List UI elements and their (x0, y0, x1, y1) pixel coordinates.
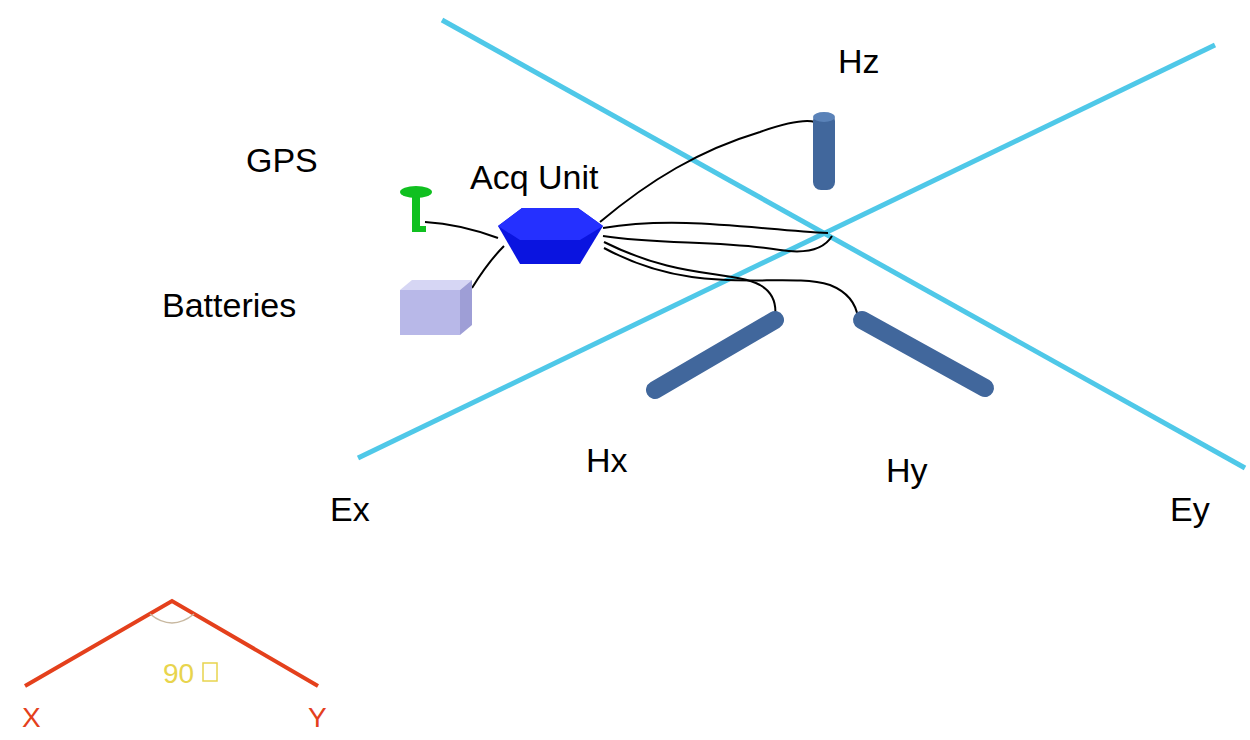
hz-coil-sensor (813, 113, 835, 190)
angle-label: 90 (163, 660, 194, 688)
hz-coil-top (813, 112, 835, 122)
component-label: Acq Unit (470, 160, 599, 194)
cable-wires (425, 121, 858, 318)
dipole-label: Ex (330, 492, 370, 526)
sensor-label: Hx (586, 443, 628, 477)
battery-side (460, 280, 472, 335)
gps-antenna-foot (412, 226, 426, 232)
acquisition-unit (498, 208, 603, 264)
hx-coil-sensor (655, 320, 775, 390)
degree-glyph-box (203, 663, 217, 681)
sensor-label: Hz (838, 44, 880, 78)
axis-label: X (22, 704, 41, 732)
component-label: GPS (246, 143, 318, 177)
component-label: Batteries (162, 288, 296, 322)
gps-antenna (412, 196, 420, 230)
gps-antenna-dish (400, 186, 432, 198)
battery-top (400, 280, 472, 290)
axis-label: Y (308, 704, 327, 732)
hy-coil-sensor (862, 320, 985, 388)
acquisition-unit-top (498, 208, 603, 240)
battery-box (400, 290, 460, 335)
dipole-label: Ey (1170, 492, 1210, 526)
ex-dipole-line (358, 45, 1215, 458)
sensor-label: Hy (886, 453, 928, 487)
angle-arc (150, 614, 194, 623)
